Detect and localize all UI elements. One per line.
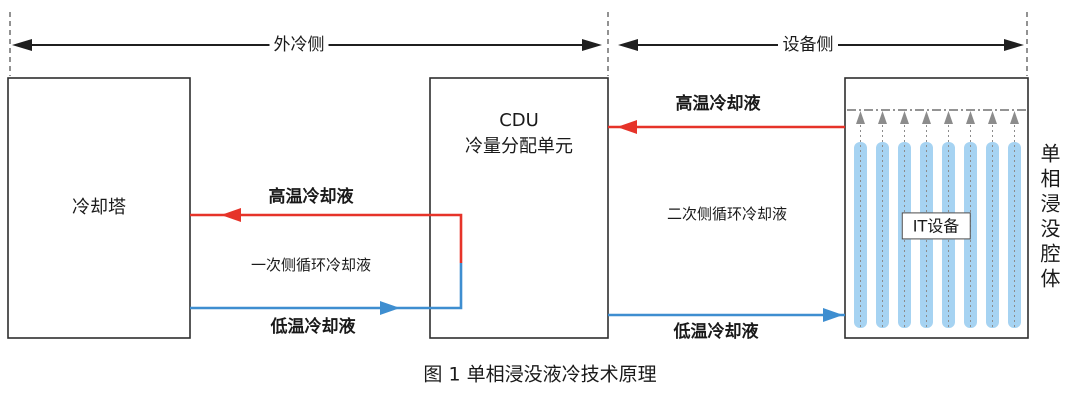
cdu-subtitle: 冷量分配单元 (465, 136, 573, 157)
secondary-loop-label: 二次侧循环冷却液 (666, 205, 788, 223)
secondary-hot-arrow-icon (617, 120, 637, 134)
primary-cold-line (190, 263, 463, 310)
it-equipment-label: IT设备 (901, 212, 971, 240)
ruler-arrow-left2-icon (618, 39, 638, 51)
secondary-hot-label: 高温冷却液 (675, 93, 761, 114)
ruler-arrow-right-icon (582, 39, 602, 51)
ruler-arrow-right2-icon (1004, 39, 1024, 51)
primary-loop-label: 一次侧循环冷却液 (250, 256, 372, 274)
secondary-cold-arrow-icon (823, 308, 843, 322)
secondary-cold-label: 低温冷却液 (673, 321, 759, 342)
cdu-box (429, 77, 609, 339)
cdu-title: CDU (499, 110, 539, 131)
ruler-label-equipment-side: 设备侧 (778, 34, 838, 56)
cooling-tower-box (7, 77, 191, 339)
immersion-tank-box (844, 77, 1029, 339)
tank-vertical-label: 单相浸没腔体 (1037, 143, 1061, 293)
ruler-label-outer-cooling-side: 外冷侧 (269, 34, 329, 56)
figure-caption: 图 1 单相浸没液冷技术原理 (423, 363, 657, 386)
tank-up-arrow-icons (856, 111, 1019, 124)
primary-cold-label: 低温冷却液 (270, 316, 356, 337)
ruler-arrow-left-icon (12, 39, 32, 51)
primary-hot-arrow-icon (221, 208, 241, 222)
cooling-tower-label: 冷却塔 (72, 197, 126, 219)
primary-hot-label: 高温冷却液 (268, 186, 354, 207)
cdu-label: CDU 冷量分配单元 (465, 108, 573, 160)
primary-hot-line (190, 213, 463, 263)
primary-cold-arrow-icon (380, 301, 400, 315)
